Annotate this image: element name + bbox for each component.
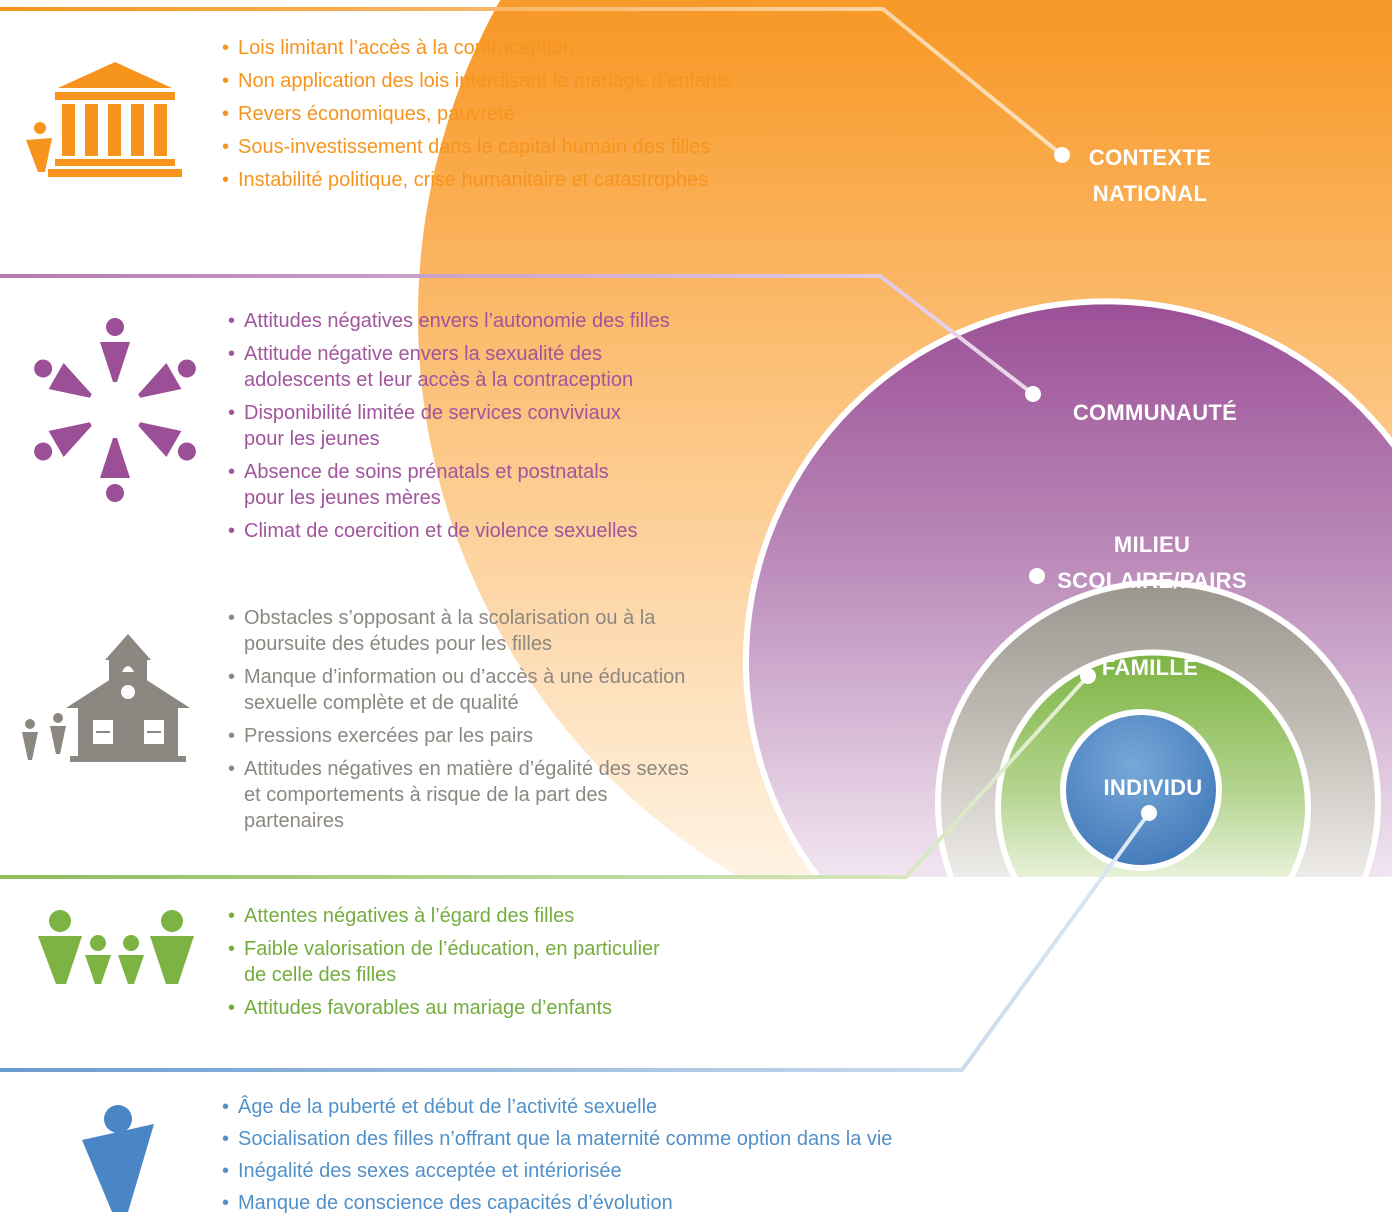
list-item: Non application des lois interdisant le … [222,68,842,94]
list-item: Attitudes négatives envers l’autonomie d… [228,308,748,334]
label-milieu-scolaire-pairs: MILIEU SCOLAIRE/PAIRS [1057,532,1247,593]
list-item: Sous-investissement dans le capital huma… [222,134,842,160]
family-icon [38,910,194,984]
connector-individu [0,811,1151,1072]
rings [418,0,1392,883]
label-communaute: COMMUNAUTÉ [1072,400,1238,425]
connectors [0,7,1151,1072]
connector-national [0,7,1064,157]
ring-individu [1060,709,1222,871]
government-building-icon [26,62,182,177]
list-item: Pressions exercées par les pairs [228,723,768,749]
list-item: Obstacles s’opposant à la scolarisation … [228,605,768,657]
list-item: Inégalité des sexes acceptée et intérior… [222,1159,1022,1184]
list-item: Attentes négatives à l’égard des filles [228,903,748,929]
connector-famille [0,674,1090,879]
list-item: Attitude négative envers la sexualité de… [228,341,748,393]
list-item: Lois limitant l’accès à la contraception [222,35,842,61]
list-individu: Âge de la puberté et début de l’activité… [222,1095,1022,1223]
list-item: Socialisation des filles n’offrant que l… [222,1127,1022,1152]
list-item: Manque d’information ou d’accès à une éd… [228,664,768,716]
list-item: Faible valorisation de l’éducation, en p… [228,936,748,988]
list-item: Attitudes négatives en matière d’égalité… [228,756,768,834]
connector-dot-individu [1141,805,1157,821]
community-circle-icon [34,318,196,502]
list-item: Manque de conscience des capacités d’évo… [222,1191,1022,1216]
list-item: Disponibilité limitée de services conviv… [228,400,748,452]
label-famille: FAMILLE [1101,655,1199,680]
connector-communaute [0,274,1035,396]
list-item: Climat de coercition et de violence sexu… [228,518,748,544]
list-item: Revers économiques, pauvreté [222,101,842,127]
list-contexte-national: Lois limitant l’accès à la contraception… [222,35,842,200]
school-building-icon [22,634,190,762]
list-item: Absence de soins prénatals et postnatals… [228,459,748,511]
person-icon [82,1105,154,1212]
connector-dot-national [1054,147,1070,163]
list-item: Attitudes favorables au mariage d’enfant… [228,995,748,1021]
label-contexte-national: CONTEXTE NATIONAL [1088,145,1212,206]
list-famille: Attentes négatives à l’égard des filles … [228,903,748,1028]
connector-dot-communaute [1025,386,1041,402]
connector-dot-famille [1080,668,1096,684]
list-item: Instabilité politique, crise humanitaire… [222,167,842,193]
connector-dot-milieu [1029,568,1045,584]
connector-dots [1025,147,1157,821]
list-milieu-scolaire-pairs: Obstacles s’opposant à la scolarisation … [228,605,768,841]
list-communaute: Attitudes négatives envers l’autonomie d… [228,308,748,551]
label-individu: INDIVIDU [1103,775,1203,800]
list-item: Âge de la puberté et début de l’activité… [222,1095,1022,1120]
